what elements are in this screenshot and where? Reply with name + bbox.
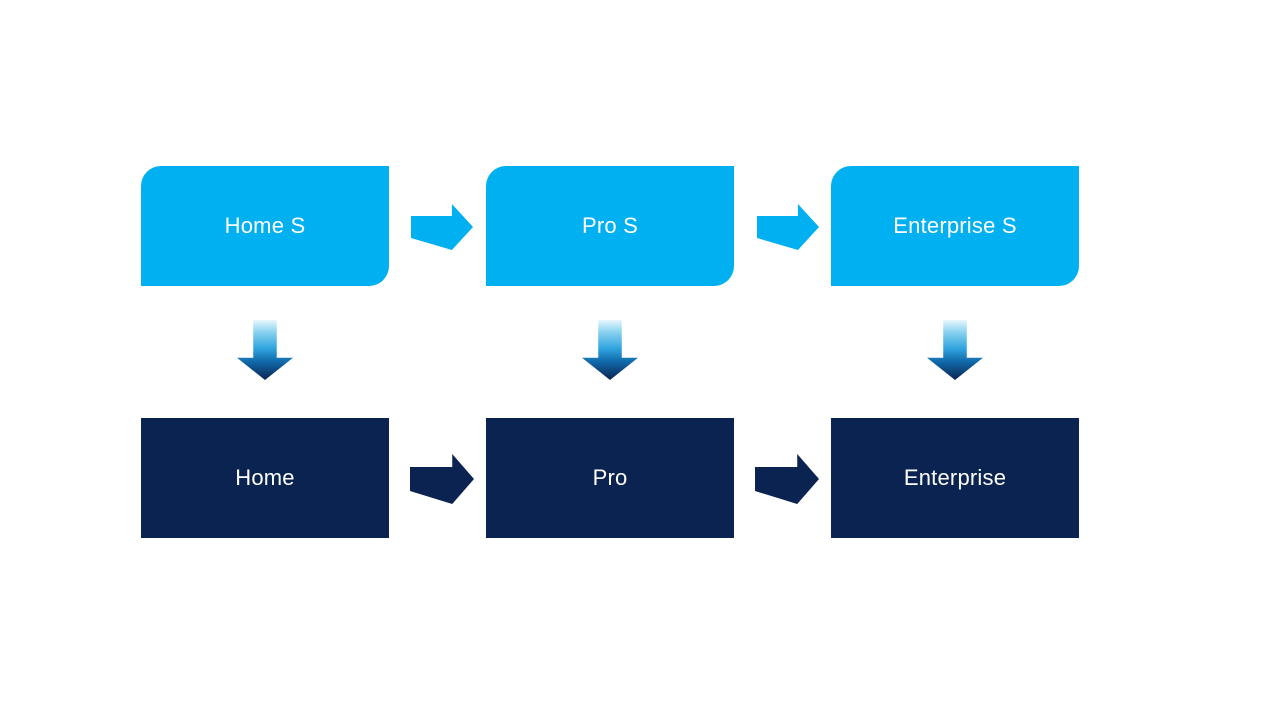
node-pro-s-label: Pro S bbox=[581, 213, 639, 238]
down-arrow-icon bbox=[582, 320, 638, 380]
right-arrow-icon bbox=[757, 204, 819, 250]
node-enterprise-s-label: Enterprise S bbox=[893, 213, 1017, 238]
node-enterprise-s: Enterprise S bbox=[831, 166, 1079, 286]
node-enterprise: Enterprise bbox=[831, 418, 1079, 538]
node-enterprise-label: Enterprise bbox=[903, 465, 1007, 490]
node-pro-label: Pro bbox=[592, 465, 628, 490]
node-home-label: Home bbox=[235, 465, 295, 490]
right-arrow-icon bbox=[410, 454, 474, 504]
node-home-s: Home S bbox=[141, 166, 389, 286]
node-home-s-label: Home S bbox=[224, 213, 306, 238]
right-arrow-icon bbox=[755, 454, 819, 504]
node-pro-s: Pro S bbox=[486, 166, 734, 286]
down-arrow-icon bbox=[237, 320, 293, 380]
down-arrow-icon bbox=[927, 320, 983, 380]
node-home: Home bbox=[141, 418, 389, 538]
right-arrow-icon bbox=[411, 204, 473, 250]
node-pro: Pro bbox=[486, 418, 734, 538]
